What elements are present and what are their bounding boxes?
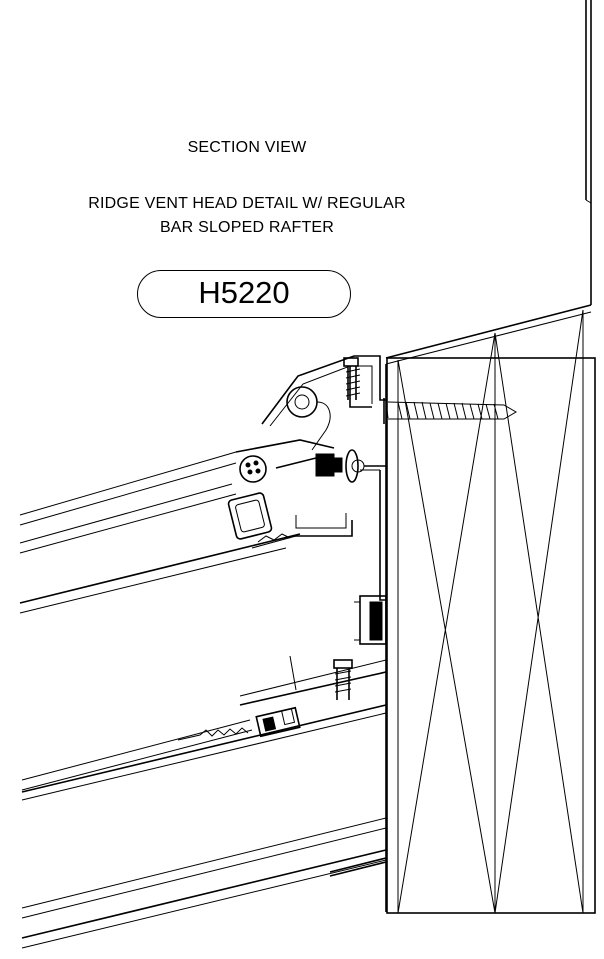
lower-screw bbox=[289, 655, 353, 700]
detail-tag: H5220 bbox=[137, 270, 351, 318]
bottom-glazing-panel bbox=[21, 817, 387, 949]
detail-description-line2: BAR SLOPED RAFTER bbox=[159, 219, 335, 236]
lag-screw bbox=[383, 398, 517, 424]
wall-flashing bbox=[585, 0, 592, 305]
top-screw bbox=[343, 357, 361, 400]
ridge-vent-frame bbox=[261, 355, 387, 912]
upper-glazing-panel bbox=[19, 439, 335, 614]
glazing-clip bbox=[315, 449, 386, 483]
view-title: SECTION VIEW bbox=[187, 139, 307, 156]
lower-glazing-panel bbox=[21, 659, 387, 801]
ridge-roof-line bbox=[385, 304, 592, 365]
timber-beam bbox=[386, 309, 596, 914]
mid-bracket bbox=[354, 595, 387, 645]
detail-description-line1: RIDGE VENT HEAD DETAIL W/ REGULAR bbox=[88, 195, 406, 212]
